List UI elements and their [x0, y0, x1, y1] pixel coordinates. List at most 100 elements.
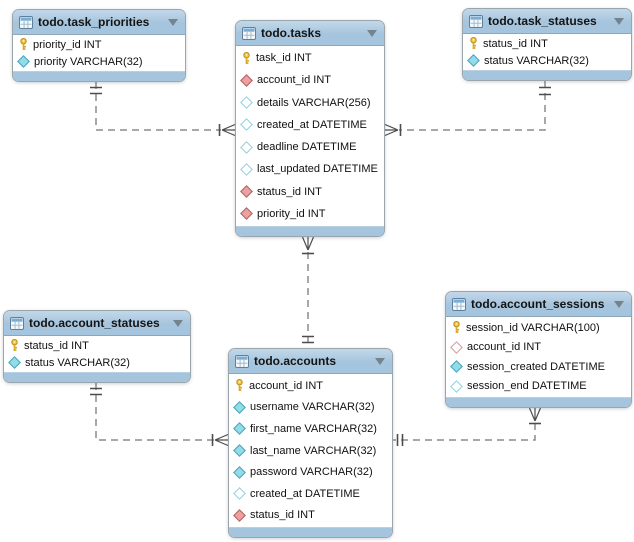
- field-label: task_id INT: [256, 52, 312, 65]
- primary-key-icon: [468, 37, 479, 50]
- table-todo-account_sessions[interactable]: todo.account_sessions session_id VARCHAR…: [445, 291, 632, 408]
- collapse-arrow-icon[interactable]: [375, 358, 385, 365]
- field-row[interactable]: status_id INT: [229, 504, 392, 526]
- table-icon: [10, 316, 24, 330]
- field-row[interactable]: username VARCHAR(32): [229, 397, 392, 419]
- field-label: account_id INT: [467, 341, 541, 354]
- field-row[interactable]: priority_id INT: [13, 36, 185, 53]
- field-row[interactable]: status_id INT: [4, 337, 190, 354]
- field-label: account_id INT: [249, 379, 323, 392]
- field-row[interactable]: status VARCHAR(32): [4, 354, 190, 371]
- field-row[interactable]: status VARCHAR(32): [463, 52, 631, 69]
- column-notnull-icon: [467, 54, 480, 67]
- field-label: first_name VARCHAR(32): [250, 422, 377, 435]
- field-list: task_id INT account_id INT details VARCHAR…: [236, 46, 384, 226]
- column-notnull-icon: [8, 356, 21, 369]
- table-todo-task_statuses[interactable]: todo.task_statuses status_id INT status V…: [462, 8, 632, 81]
- field-row[interactable]: details VARCHAR(256): [236, 92, 384, 114]
- column-null-icon: [240, 140, 253, 154]
- column-null-icon: [240, 163, 253, 176]
- field-row[interactable]: status_id INT: [463, 35, 631, 52]
- field-row[interactable]: account_id INT: [236, 69, 384, 91]
- field-label: deadline DATETIME: [257, 141, 357, 154]
- field-label: session_id VARCHAR(100): [466, 321, 600, 334]
- column-notnull-icon: [233, 400, 246, 414]
- relationship-line-account_sessions-accounts[interactable]: [393, 407, 542, 446]
- table-header[interactable]: todo.task_statuses: [463, 9, 631, 34]
- table-header[interactable]: todo.accounts: [229, 349, 392, 374]
- table-header[interactable]: todo.tasks: [236, 21, 384, 46]
- collapse-arrow-icon[interactable]: [614, 18, 624, 25]
- column-notnull-icon: [17, 55, 30, 68]
- field-row[interactable]: priority VARCHAR(32): [13, 53, 185, 70]
- field-row[interactable]: password VARCHAR(32): [229, 461, 392, 483]
- fk-notnull-icon: [233, 508, 246, 522]
- relationship-line-tasks-task_statuses[interactable]: [384, 81, 551, 137]
- field-row[interactable]: task_id INT: [236, 47, 384, 69]
- relationship-line-accounts-account_statuses[interactable]: [90, 383, 229, 447]
- table-icon: [469, 14, 483, 28]
- column-null-icon: [240, 118, 253, 132]
- field-label: status_id INT: [483, 37, 548, 50]
- collapse-arrow-icon[interactable]: [614, 301, 624, 308]
- field-row[interactable]: last_name VARCHAR(32): [229, 440, 392, 462]
- collapse-arrow-icon[interactable]: [367, 30, 377, 37]
- column-null-icon: [233, 487, 246, 501]
- table-todo-tasks[interactable]: todo.tasks task_id INT account_id INT deta…: [235, 20, 385, 237]
- field-label: priority_id INT: [257, 207, 326, 220]
- table-header[interactable]: todo.account_statuses: [4, 311, 190, 336]
- table-footer: [236, 226, 384, 236]
- field-row[interactable]: created_at DATETIME: [229, 483, 392, 505]
- field-row[interactable]: account_id INT: [229, 375, 392, 397]
- field-label: session_end DATETIME: [467, 380, 587, 393]
- relationship-line-tasks-task_priorities[interactable]: [90, 82, 236, 137]
- field-list: session_id VARCHAR(100) account_id INT ses…: [446, 317, 631, 397]
- table-todo-account_statuses[interactable]: todo.account_statuses status_id INT statu…: [3, 310, 191, 383]
- field-label: account_id INT: [257, 74, 331, 87]
- table-header[interactable]: todo.account_sessions: [446, 292, 631, 317]
- relationship-line-tasks-accounts[interactable]: [301, 236, 315, 348]
- field-row[interactable]: created_at DATETIME: [236, 114, 384, 136]
- field-row[interactable]: session_end DATETIME: [446, 377, 631, 397]
- field-row[interactable]: last_updated DATETIME: [236, 158, 384, 180]
- field-row[interactable]: deadline DATETIME: [236, 136, 384, 158]
- table-footer: [446, 397, 631, 407]
- field-list: priority_id INT priority VARCHAR(32): [13, 35, 185, 71]
- field-row[interactable]: status_id INT: [236, 181, 384, 203]
- field-label: status_id INT: [250, 509, 315, 522]
- field-row[interactable]: priority_id INT: [236, 203, 384, 225]
- field-label: password VARCHAR(32): [250, 466, 373, 479]
- primary-key-icon: [9, 339, 20, 352]
- table-footer: [463, 70, 631, 80]
- table-footer: [229, 527, 392, 537]
- field-row[interactable]: session_created DATETIME: [446, 357, 631, 377]
- field-label: status VARCHAR(32): [484, 54, 589, 67]
- table-title: todo.accounts: [254, 354, 337, 368]
- field-label: status VARCHAR(32): [25, 356, 130, 369]
- collapse-arrow-icon[interactable]: [173, 320, 183, 327]
- field-label: priority VARCHAR(32): [34, 55, 143, 68]
- fk-notnull-icon: [240, 74, 253, 87]
- field-row[interactable]: first_name VARCHAR(32): [229, 418, 392, 440]
- table-header[interactable]: todo.task_priorities: [13, 10, 185, 35]
- field-row[interactable]: account_id INT: [446, 338, 631, 358]
- table-footer: [13, 71, 185, 81]
- field-row[interactable]: session_id VARCHAR(100): [446, 318, 631, 338]
- table-todo-accounts[interactable]: todo.accounts account_id INT username VAR…: [228, 348, 393, 538]
- primary-key-icon: [18, 38, 29, 51]
- column-null-icon: [450, 379, 463, 393]
- table-icon: [19, 15, 33, 29]
- collapse-arrow-icon[interactable]: [168, 19, 178, 26]
- primary-key-icon: [241, 51, 252, 65]
- fk-null-icon: [450, 340, 463, 354]
- table-title: todo.task_statuses: [488, 14, 597, 28]
- field-label: created_at DATETIME: [250, 487, 360, 500]
- table-title: todo.task_priorities: [38, 15, 150, 29]
- column-notnull-icon: [450, 360, 463, 374]
- field-list: account_id INT username VARCHAR(32) first_…: [229, 374, 392, 527]
- field-label: status_id INT: [24, 339, 89, 352]
- table-title: todo.account_statuses: [29, 316, 160, 330]
- table-title: todo.account_sessions: [471, 297, 605, 311]
